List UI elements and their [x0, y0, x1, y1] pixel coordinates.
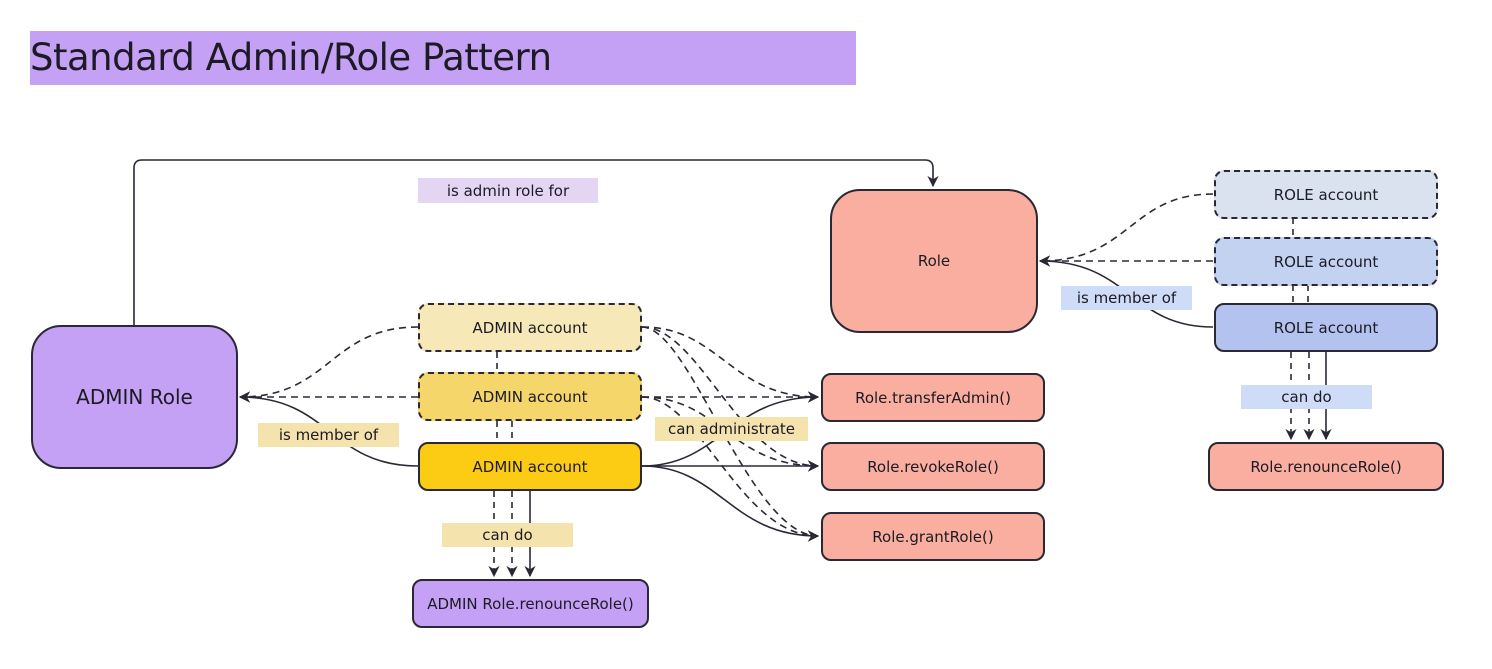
edge-admin1-transfer: [641, 326, 820, 403]
title-banner: Standard Admin/Role Pattern: [30, 31, 856, 85]
edge-admin-role-to-role: [133, 159, 939, 325]
admin-renounce-role-node[interactable]: ADMIN Role.renounceRole(): [412, 579, 649, 628]
admin-account-node-1[interactable]: ADMIN account: [418, 303, 642, 352]
edge-admin2-revoke: [641, 396, 820, 472]
admin-account-node-2[interactable]: ADMIN account: [418, 372, 642, 421]
admin-role-node[interactable]: ADMIN Role: [31, 325, 238, 469]
label-admin-is-member-of: is member of: [258, 423, 399, 447]
transfer-admin-node[interactable]: Role.transferAdmin(): [821, 373, 1045, 422]
page-title: Standard Admin/Role Pattern: [30, 36, 552, 79]
revoke-role-node[interactable]: Role.revokeRole(): [821, 442, 1045, 491]
admin-account-node-3[interactable]: ADMIN account: [418, 442, 642, 491]
label-role-is-member-of: is member of: [1061, 286, 1192, 310]
role-account-node-2[interactable]: ROLE account: [1214, 237, 1438, 286]
grant-role-node[interactable]: Role.grantRole(): [821, 512, 1045, 561]
label-admin-can-do: can do: [442, 523, 573, 547]
edge-admin-account-1-member: [238, 326, 419, 403]
label-can-administrate: can administrate: [655, 417, 808, 441]
role-account-node-1[interactable]: ROLE account: [1214, 170, 1438, 219]
role-renounce-role-node[interactable]: Role.renounceRole(): [1208, 442, 1444, 491]
edge-admin-stack-2: [496, 421, 513, 442]
label-is-admin-role-for: is admin role for: [418, 178, 598, 203]
edge-role-account-1-member: [1038, 193, 1214, 267]
role-account-node-3[interactable]: ROLE account: [1214, 303, 1438, 352]
edge-admin2-grant: [641, 396, 820, 542]
edge-role-stack-2: [1292, 285, 1309, 304]
role-node[interactable]: Role: [830, 189, 1038, 333]
label-role-can-do: can do: [1241, 385, 1372, 409]
edge-admin3-grant: [641, 465, 820, 542]
edge-admin1-revoke: [641, 326, 820, 472]
